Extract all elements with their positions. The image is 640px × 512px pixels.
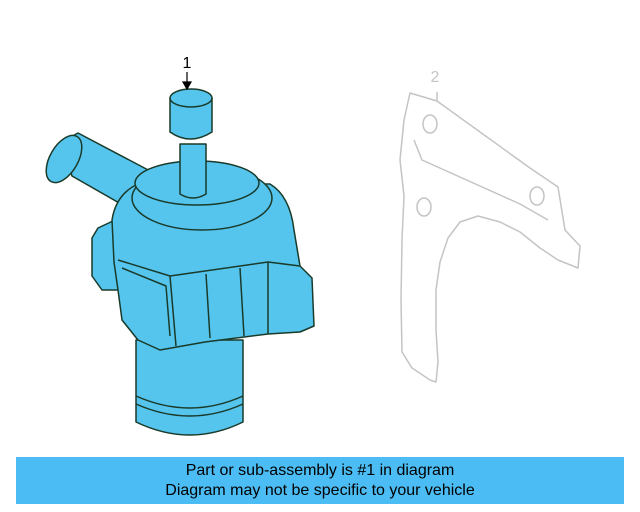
callout-1: 1 (183, 55, 192, 72)
top-connector (169, 97, 213, 140)
callout-2: 2 (431, 69, 440, 86)
banner-line-2: Diagram may not be specific to your vehi… (165, 482, 475, 499)
banner-line-1: Part or sub-assembly is #1 in diagram (185, 462, 455, 479)
callout-1-leader (181, 72, 193, 91)
pump-housing (111, 183, 315, 351)
inlet-pipe-opening (45, 134, 83, 184)
stem (179, 143, 207, 199)
bracket-part-2 (399, 92, 581, 383)
info-banner: Part or sub-assembly is #1 in diagram Di… (16, 457, 624, 504)
outlet-cylinder (135, 339, 244, 436)
water-pump-part-1 (45, 88, 315, 436)
